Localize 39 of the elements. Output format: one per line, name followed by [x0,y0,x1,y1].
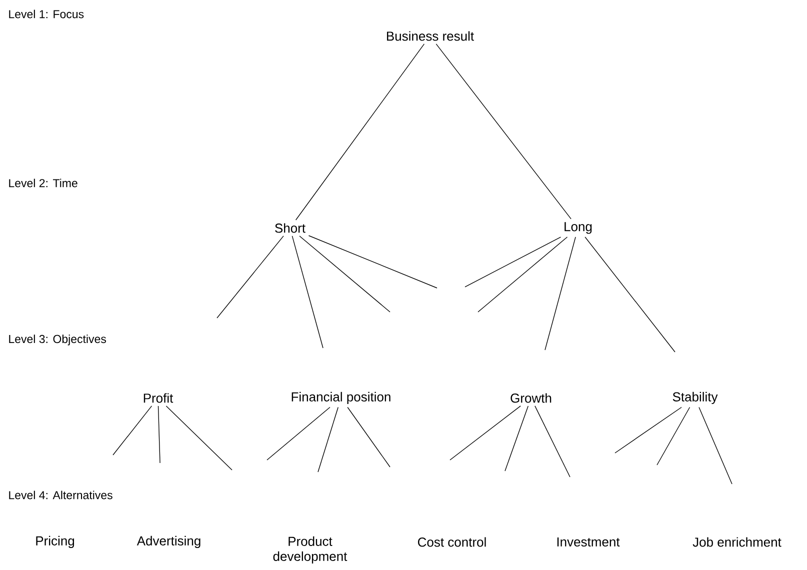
stub-line [464,236,562,288]
node-label: Short [275,223,306,233]
stub-line [299,236,390,312]
node-label: Job enrichment [692,537,782,547]
node-label: Advertising [136,536,200,548]
stub-line [584,236,676,352]
line [295,44,425,220]
node-label: Investment [557,537,620,547]
stub-line [318,406,338,472]
line [436,44,572,220]
level-label: Level 4: Alternatives [9,490,112,500]
stub-line [450,406,521,460]
node-label: Financial position [292,392,390,404]
node-label: Growth [510,393,552,403]
stub-line [266,406,330,460]
node-label: Pricing [36,536,74,548]
stub-line [112,406,152,456]
stub-line [158,406,160,464]
stub-line [292,236,324,348]
stub-line [544,236,576,350]
stub-line [614,406,682,454]
stub-line [216,236,284,318]
level-label: Level 3: Objectives [9,334,106,346]
node-label: Product development [273,536,348,564]
stub-line [166,406,232,470]
node-label: Business result [387,31,474,41]
stub-line [504,406,529,472]
stub-line [347,406,390,468]
stub-line [478,236,568,312]
level-label: Level 1: Focus [9,10,84,18]
stub-line [698,406,732,484]
node-label: Profit [144,393,174,403]
stub-line [656,406,690,466]
node-label: Stability [672,392,718,404]
level-label: Level 2: Time [9,178,78,188]
node-label: Cost control [418,537,486,547]
node-label: Long [564,222,592,234]
stub-line [534,406,570,478]
stub-line [308,235,438,288]
